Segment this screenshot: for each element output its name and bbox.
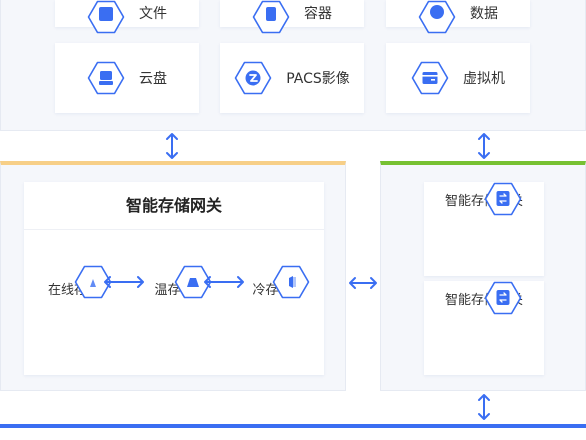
source-label: PACS影像 xyxy=(286,71,350,87)
gateway-title: 智能存储网关 xyxy=(24,182,324,230)
vertical-arrow xyxy=(478,133,490,159)
horizontal-arrow xyxy=(204,276,244,288)
horizontal-arrow xyxy=(349,277,377,289)
vertical-arrow xyxy=(478,394,490,420)
source-label: 虚拟机 xyxy=(463,71,505,87)
source-card-file[interactable]: 文件 xyxy=(55,0,199,27)
file-icon xyxy=(87,0,125,34)
container-icon xyxy=(252,0,290,34)
source-card-database[interactable]: 数据 xyxy=(386,0,530,27)
gateway-card: 智能存储网关 在线存储 温存储 冷存储 xyxy=(24,182,324,375)
storage-backend-bar xyxy=(0,424,586,428)
tier-cold[interactable]: 冷存储 xyxy=(242,265,302,298)
vertical-arrow xyxy=(166,133,178,159)
source-label: 容器 xyxy=(304,6,332,22)
virtual-machine-icon xyxy=(411,61,449,95)
source-card-container[interactable]: 容器 xyxy=(220,0,364,27)
gateway-node[interactable]: 智能存储网关 xyxy=(424,281,544,375)
cloud-disk-icon xyxy=(87,61,125,95)
source-label: 数据 xyxy=(470,6,498,22)
source-label: 云盘 xyxy=(139,71,167,87)
source-card-pacs[interactable]: PACS影像 xyxy=(220,43,364,113)
source-card-cloud-disk[interactable]: 云盘 xyxy=(55,43,199,113)
database-icon xyxy=(418,0,456,34)
horizontal-arrow xyxy=(104,276,144,288)
gateway-node[interactable]: 智能存储网关 xyxy=(424,182,544,276)
source-card-vm[interactable]: 虚拟机 xyxy=(386,43,530,113)
tier-warm[interactable]: 温存储 xyxy=(144,265,204,298)
pacs-image-icon xyxy=(234,61,272,95)
tier-online[interactable]: 在线存储 xyxy=(44,265,104,298)
source-label: 文件 xyxy=(139,6,167,22)
